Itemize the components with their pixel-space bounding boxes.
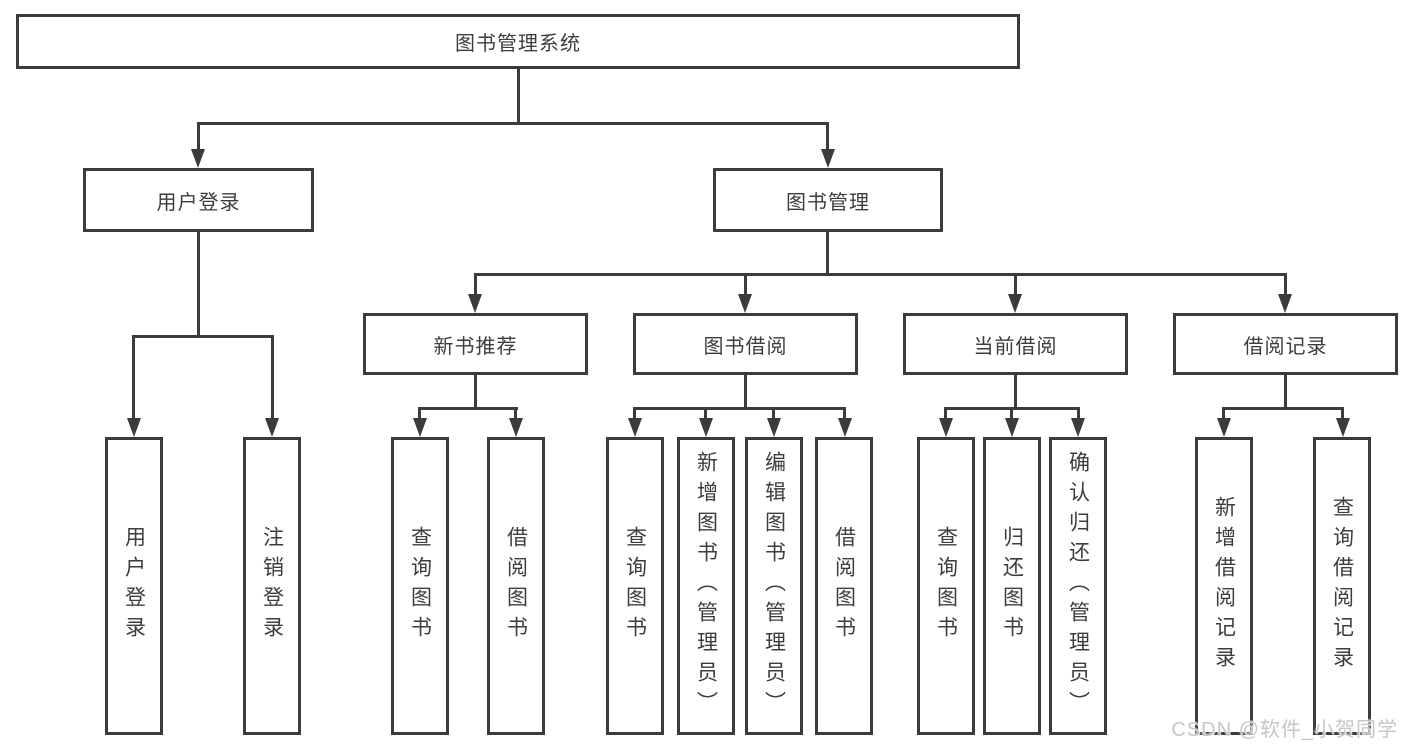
arrow-down-icon xyxy=(821,149,835,168)
connector-line xyxy=(1014,273,1017,295)
connector-line xyxy=(197,232,200,335)
leaf-record-add: 新增借阅记录 xyxy=(1195,437,1253,735)
connector-line xyxy=(1341,407,1344,419)
arrow-down-icon xyxy=(265,418,279,437)
leaf-borrow-borrow-book: 借阅图书 xyxy=(815,437,873,735)
connector-line xyxy=(197,122,200,150)
connector-line xyxy=(1284,273,1287,295)
connector-line xyxy=(1014,375,1017,407)
arrow-down-icon xyxy=(1278,294,1292,313)
arrow-down-icon xyxy=(468,294,482,313)
connector-line xyxy=(744,375,747,407)
arrow-down-icon xyxy=(699,418,713,437)
connector-line xyxy=(744,273,747,295)
arrow-down-icon xyxy=(1217,418,1231,437)
connector-line xyxy=(704,407,707,419)
leaf-new-borrow-book: 借阅图书 xyxy=(487,437,545,735)
leaf-record-query: 查询借阅记录 xyxy=(1313,437,1371,735)
arrow-down-icon xyxy=(738,294,752,313)
node-book-borrow: 图书借阅 xyxy=(633,313,858,375)
node-new-book-recommend: 新书推荐 xyxy=(363,313,588,375)
leaf-current-query-book: 查询图书 xyxy=(917,437,975,735)
connector-line xyxy=(517,69,520,122)
connector-line xyxy=(418,407,518,410)
leaf-current-confirm-return-admin: 确认归还（管理员） xyxy=(1049,437,1107,735)
node-user-login: 用户登录 xyxy=(83,168,314,232)
leaf-logout: 注销登录 xyxy=(243,437,301,735)
arrow-down-icon xyxy=(509,418,523,437)
connector-line xyxy=(772,407,775,419)
connector-line xyxy=(474,273,1287,276)
arrow-down-icon xyxy=(767,418,781,437)
leaf-borrow-query-book: 查询图书 xyxy=(606,437,664,735)
leaf-current-return-book: 归还图书 xyxy=(983,437,1041,735)
connector-line xyxy=(633,407,846,410)
arrow-down-icon xyxy=(1336,418,1350,437)
connector-line xyxy=(474,273,477,295)
arrow-down-icon xyxy=(1071,418,1085,437)
connector-line xyxy=(1222,407,1225,419)
leaf-new-query-book: 查询图书 xyxy=(391,437,449,735)
arrow-down-icon xyxy=(628,418,642,437)
connector-line xyxy=(132,335,273,338)
arrow-down-icon xyxy=(838,418,852,437)
connector-line xyxy=(271,335,274,418)
connector-line xyxy=(826,232,829,273)
connector-line xyxy=(1222,407,1344,410)
node-book-management: 图书管理 xyxy=(713,168,943,232)
connector-line xyxy=(418,407,421,419)
arrow-down-icon xyxy=(127,418,141,437)
leaf-borrow-edit-book-admin: 编辑图书（管理员） xyxy=(745,437,803,735)
connector-line xyxy=(197,122,829,125)
arrow-down-icon xyxy=(413,418,427,437)
arrow-down-icon xyxy=(1008,294,1022,313)
connector-line xyxy=(944,407,947,419)
csdn-watermark: CSDN @软件_小贺同学 xyxy=(1171,719,1398,741)
connector-line xyxy=(514,407,517,419)
node-current-borrow: 当前借阅 xyxy=(903,313,1128,375)
arrow-down-icon xyxy=(939,418,953,437)
connector-line xyxy=(1077,407,1080,419)
leaf-borrow-add-book-admin: 新增图书（管理员） xyxy=(677,437,735,735)
arrow-down-icon xyxy=(1005,418,1019,437)
connector-line xyxy=(1284,375,1287,407)
connector-line xyxy=(633,407,636,419)
leaf-user-login: 用户登录 xyxy=(105,437,163,735)
connector-line xyxy=(474,375,477,407)
arrow-down-icon xyxy=(191,149,205,168)
connector-line xyxy=(1010,407,1013,419)
connector-line xyxy=(843,407,846,419)
connector-line xyxy=(826,122,829,150)
node-borrow-records: 借阅记录 xyxy=(1173,313,1398,375)
connector-line xyxy=(132,335,135,418)
node-root: 图书管理系统 xyxy=(16,14,1020,69)
